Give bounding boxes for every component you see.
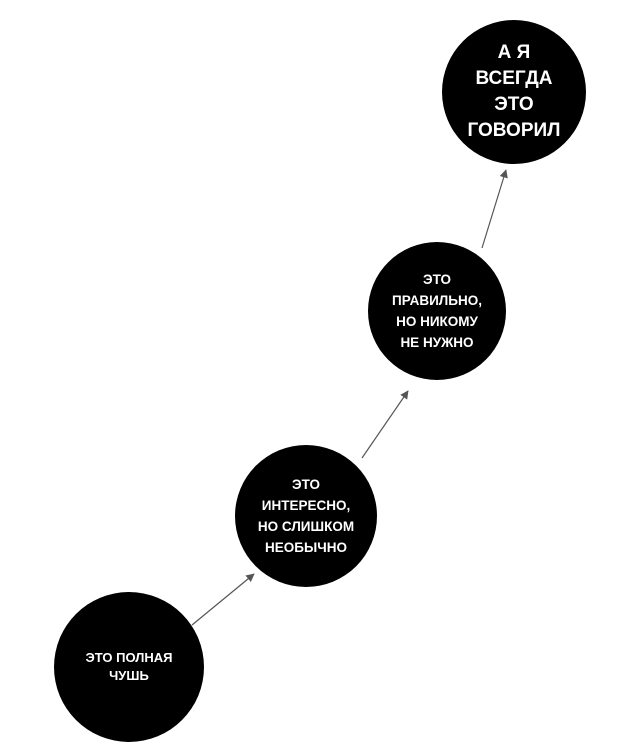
stage-3-label: ЭТО ПРАВИЛЬНО, НО НИКОМУ НЕ НУЖНО <box>392 272 482 350</box>
stage-3-circle: ЭТО ПРАВИЛЬНО, НО НИКОМУ НЕ НУЖНО <box>368 242 506 380</box>
arrow-3-to-4 <box>481 169 508 249</box>
stage-2-label: ЭТО ИНТЕРЕСНО, НО СЛИШКОМ НЕОБЫЧНО <box>257 477 355 555</box>
stage-1-circle: ЭТО ПОЛНАЯ ЧУШЬ <box>54 592 204 742</box>
stage-4-circle: А Я ВСЕГДА ЭТО ГОВОРИЛ <box>442 20 586 164</box>
arrow-2-to-3 <box>361 390 409 459</box>
arrow-1-to-2 <box>191 573 255 626</box>
stage-2-circle: ЭТО ИНТЕРЕСНО, НО СЛИШКОМ НЕОБЫЧНО <box>235 445 377 587</box>
stage-4-label: А Я ВСЕГДА ЭТО ГОВОРИЛ <box>467 42 561 141</box>
stage-1-label: ЭТО ПОЛНАЯ ЧУШЬ <box>85 650 173 683</box>
